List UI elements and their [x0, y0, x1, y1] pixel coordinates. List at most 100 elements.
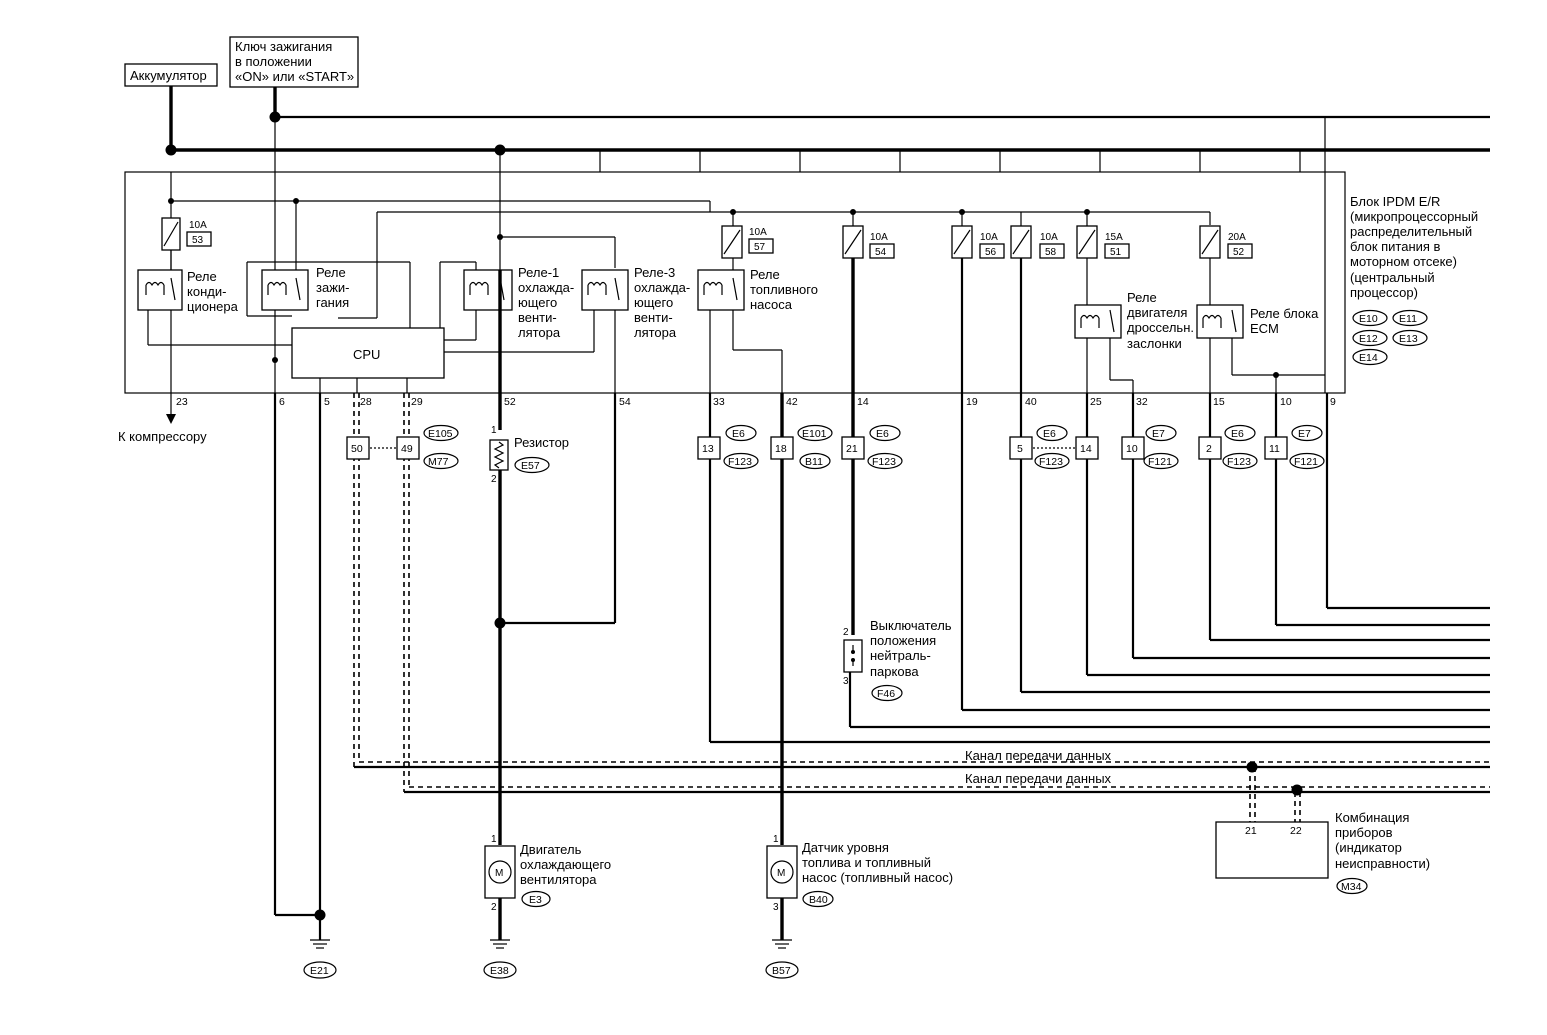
svg-text:лятора: лятора — [518, 325, 561, 340]
svg-text:неисправности): неисправности) — [1335, 856, 1430, 871]
svg-text:заслонки: заслонки — [1127, 336, 1182, 351]
pin-40: 40 — [1025, 396, 1037, 408]
pin-15: 15 — [1213, 396, 1225, 408]
svg-text:двигателя: двигателя — [1127, 305, 1187, 320]
ipdm-conn-e10: E10 — [1359, 313, 1378, 325]
svg-text:E57: E57 — [521, 460, 540, 472]
pin-52: 52 — [504, 396, 516, 408]
svg-text:E38: E38 — [490, 965, 509, 977]
svg-text:E21: E21 — [310, 965, 329, 977]
svg-text:E6: E6 — [876, 428, 889, 440]
svg-text:E6: E6 — [1043, 428, 1056, 440]
svg-text:F46: F46 — [877, 688, 895, 700]
fan-relay-1: Реле-1 охлажда- ющего венти- лятора — [439, 261, 574, 341]
svg-text:E7: E7 — [1298, 428, 1311, 440]
connector-pin-10: 10 — [1126, 443, 1138, 455]
svg-text:E101: E101 — [802, 428, 827, 440]
svg-text:3: 3 — [773, 902, 779, 913]
svg-text:3: 3 — [843, 676, 849, 687]
svg-text:конди-: конди- — [187, 284, 226, 299]
fuse-58: 10A 58 — [1010, 212, 1065, 259]
svg-text:10A: 10A — [980, 232, 998, 243]
pin-5: 5 — [324, 396, 330, 408]
ipdm-title-3: распределительный — [1350, 224, 1472, 239]
connector-pin-49: 49 — [401, 443, 413, 455]
svg-text:охлаждающего: охлаждающего — [520, 857, 611, 872]
svg-text:охлажда-: охлажда- — [634, 280, 690, 295]
svg-text:Реле: Реле — [750, 267, 780, 282]
ignition-label-box — [229, 36, 359, 88]
pin-42: 42 — [786, 396, 798, 408]
conn-m77: M77 — [428, 456, 449, 468]
ipdm-conn-e14: E14 — [1359, 352, 1378, 364]
fuse-54: 10A 54 — [842, 212, 895, 259]
svg-text:Выключатель: Выключатель — [870, 618, 952, 633]
svg-text:дроссельн.: дроссельн. — [1127, 320, 1194, 335]
connector-pin-21: 21 — [846, 443, 858, 455]
svg-text:насос (топливный насос): насос (топливный насос) — [802, 870, 953, 885]
resistor: 1 2 Резистор E57 — [489, 425, 569, 485]
pin-9: 9 — [1330, 396, 1336, 408]
connector-pin-14: 14 — [1080, 443, 1092, 455]
svg-text:10A: 10A — [749, 227, 767, 238]
ignition-label-1: Ключ зажигания — [235, 39, 332, 54]
svg-text:(индикатор: (индикатор — [1335, 840, 1402, 855]
svg-text:10A: 10A — [189, 220, 207, 231]
ipdm-conn-e13: E13 — [1399, 333, 1418, 345]
fuel-pump-relay: Реле топливного насоса — [697, 267, 818, 393]
compressor-label: К компрессору — [118, 429, 207, 444]
ipdm-title-7: процессор) — [1350, 285, 1418, 300]
fan-relay-3: Реле-3 охлажда- ющего венти- лятора — [444, 265, 690, 393]
pin-25: 25 — [1090, 396, 1102, 408]
svg-text:ющего: ющего — [518, 295, 557, 310]
connector-pin-18: 18 — [775, 443, 787, 455]
svg-text:52: 52 — [1233, 247, 1245, 258]
pin-6: 6 — [279, 396, 285, 408]
svg-text:E6: E6 — [1231, 428, 1244, 440]
svg-text:57: 57 — [754, 242, 766, 253]
svg-text:10A: 10A — [870, 232, 888, 243]
svg-text:10A: 10A — [1040, 232, 1058, 243]
svg-text:Реле: Реле — [316, 265, 346, 280]
ground-e38: E38 — [483, 939, 517, 979]
pin-29: 29 — [411, 396, 423, 408]
svg-text:F123: F123 — [872, 456, 896, 468]
svg-text:Датчик уровня: Датчик уровня — [802, 840, 889, 855]
svg-text:20A: 20A — [1228, 232, 1246, 243]
pin-28: 28 — [360, 396, 372, 408]
svg-text:F123: F123 — [1039, 456, 1063, 468]
svg-text:приборов: приборов — [1335, 825, 1393, 840]
pin-19: 19 — [966, 396, 978, 408]
svg-text:54: 54 — [875, 247, 887, 258]
ipdm-title-1: Блок IPDM E/R — [1350, 194, 1440, 209]
throttle-relay: Реле двигателя дроссельн. заслонки — [1074, 290, 1194, 393]
svg-text:B40: B40 — [809, 894, 828, 906]
connector-pin-11: 11 — [1269, 443, 1280, 455]
svg-text:M: M — [777, 868, 785, 879]
fuse-53: 10A 53 — [161, 217, 212, 251]
connector-pin-50: 50 — [351, 443, 363, 455]
svg-text:ционера: ционера — [187, 299, 239, 314]
ipdm-block — [124, 171, 1346, 394]
ecm-relay: Реле блока ECM — [1196, 172, 1326, 393]
svg-text:B11: B11 — [805, 456, 823, 468]
svg-text:F121: F121 — [1294, 456, 1318, 468]
fuse-56: 10A 56 — [951, 212, 1005, 259]
pin-14: 14 — [857, 396, 869, 408]
cpu-block — [291, 327, 445, 379]
connector-pin-13: 13 — [702, 443, 714, 455]
fuel-pump: 1 M 3 Датчик уровня топлива и топливный … — [766, 834, 953, 913]
svg-text:нейтраль-: нейтраль- — [870, 648, 931, 663]
ignition-label-2: в положении — [235, 54, 312, 69]
ground-e21: E21 — [303, 939, 337, 979]
ipdm-title-2: (микропроцессорный — [1350, 209, 1478, 224]
ipdm-title-4: блок питания в — [1350, 239, 1441, 254]
svg-text:топливного: топливного — [750, 282, 818, 297]
fuse-57: 10A 57 — [721, 212, 774, 270]
conn-e105: E105 — [428, 428, 453, 440]
svg-text:B57: B57 — [772, 965, 791, 977]
svg-text:58: 58 — [1045, 247, 1057, 258]
can-label-2: Канал передачи данных — [965, 771, 1112, 786]
svg-text:положения: положения — [870, 633, 936, 648]
